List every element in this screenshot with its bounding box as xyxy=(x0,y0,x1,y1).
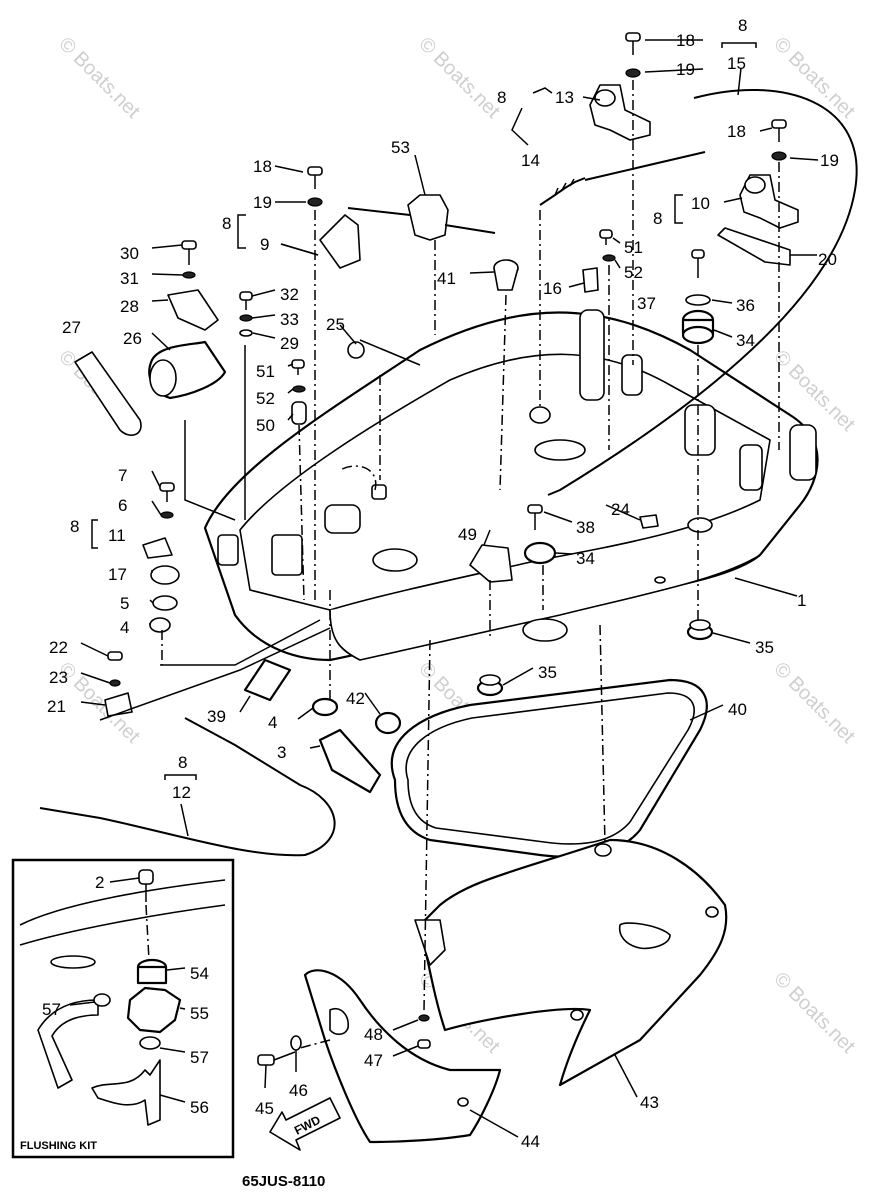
callout-18: 18 xyxy=(253,157,272,176)
callout-14: 14 xyxy=(521,151,540,170)
callout-7: 7 xyxy=(118,466,127,485)
inset-title: FLUSHING KIT xyxy=(20,1140,97,1152)
callout-11: 11 xyxy=(108,526,126,545)
callout-49: 49 xyxy=(458,525,477,544)
callout-47: 47 xyxy=(364,1051,383,1070)
callout-51: 51 xyxy=(624,238,643,257)
callout-4: 4 xyxy=(120,618,129,637)
callout-34: 34 xyxy=(576,549,595,568)
callout-19: 19 xyxy=(676,60,695,79)
callout-2: 2 xyxy=(95,873,104,892)
callout-57: 57 xyxy=(190,1048,209,1067)
callout-52: 52 xyxy=(256,389,275,408)
callout-27: 27 xyxy=(62,318,81,337)
callout-9: 9 xyxy=(260,235,269,254)
callout-31: 31 xyxy=(120,269,139,288)
callout-30: 30 xyxy=(120,244,139,263)
callout-8: 8 xyxy=(222,214,231,233)
callout-53: 53 xyxy=(391,138,410,157)
callout-33: 33 xyxy=(280,310,299,329)
callout-8: 8 xyxy=(178,753,187,772)
callout-10: 10 xyxy=(691,194,710,213)
callout-50: 50 xyxy=(256,416,275,435)
callout-45: 45 xyxy=(255,1099,274,1118)
callout-34: 34 xyxy=(736,331,755,350)
callout-55: 55 xyxy=(190,1004,209,1023)
callout-20: 20 xyxy=(818,250,837,269)
lower-cover-right xyxy=(418,838,728,1087)
callout-40: 40 xyxy=(728,700,747,719)
callout-15: 15 xyxy=(727,54,746,73)
callout-23: 23 xyxy=(49,668,68,687)
callout-46: 46 xyxy=(289,1081,308,1100)
watermark: © Boats.net xyxy=(769,968,859,1058)
callout-13: 13 xyxy=(555,88,574,107)
callout-19: 19 xyxy=(253,193,272,212)
callout-24: 24 xyxy=(611,500,630,519)
callout-35: 35 xyxy=(538,663,557,682)
callout-56: 56 xyxy=(190,1098,209,1117)
callout-43: 43 xyxy=(640,1093,659,1112)
callout-38: 38 xyxy=(576,518,595,537)
callout-42: 42 xyxy=(346,689,365,708)
callout-12: 12 xyxy=(172,783,191,802)
callout-35: 35 xyxy=(755,638,774,657)
callout-18: 18 xyxy=(727,122,746,141)
callout-8: 8 xyxy=(653,209,662,228)
leaders xyxy=(80,39,819,1138)
callout-4: 4 xyxy=(268,713,277,732)
lower-cover-left xyxy=(303,919,502,1144)
watermark: © Boats.net xyxy=(54,33,144,123)
callout-32: 32 xyxy=(280,285,299,304)
fwd-arrow: FWD xyxy=(269,1097,341,1151)
watermark: © Boats.net xyxy=(769,33,859,123)
bottom-cowling xyxy=(203,309,819,662)
callout-19: 19 xyxy=(820,151,839,170)
callout-57: 57 xyxy=(42,1000,61,1019)
watermark: © Boats.net xyxy=(414,33,504,123)
callout-22: 22 xyxy=(49,638,68,657)
callout-8: 8 xyxy=(738,16,747,35)
part-callouts: 1234456788888891011121314151617181818191… xyxy=(42,16,839,1151)
callout-41: 41 xyxy=(437,269,456,288)
callout-28: 28 xyxy=(120,297,139,316)
watermark: © Boats.net xyxy=(54,658,144,748)
callout-44: 44 xyxy=(521,1132,540,1151)
flushing-kit-inset: FLUSHING KIT xyxy=(11,858,235,1159)
callout-25: 25 xyxy=(326,315,345,334)
callout-1: 1 xyxy=(797,591,806,610)
callout-26: 26 xyxy=(123,329,142,348)
callout-21: 21 xyxy=(47,697,66,716)
callout-29: 29 xyxy=(280,334,299,353)
callout-48: 48 xyxy=(364,1025,383,1044)
cables xyxy=(39,88,858,857)
callout-8: 8 xyxy=(70,517,79,536)
callout-17: 17 xyxy=(108,565,127,584)
callout-52: 52 xyxy=(624,263,643,282)
callout-18: 18 xyxy=(676,31,695,50)
callout-37: 37 xyxy=(637,294,656,313)
seal-gasket xyxy=(390,678,708,858)
callout-16: 16 xyxy=(543,279,562,298)
small-parts xyxy=(74,32,799,1066)
callout-39: 39 xyxy=(207,707,226,726)
callout-6: 6 xyxy=(118,496,127,515)
callout-54: 54 xyxy=(190,964,209,983)
callout-3: 3 xyxy=(277,743,286,762)
callout-5: 5 xyxy=(120,594,129,613)
callout-51: 51 xyxy=(256,362,275,381)
callout-36: 36 xyxy=(736,296,755,315)
watermark: © Boats.net xyxy=(769,658,859,748)
drawing-code: 65JUS-8110 xyxy=(242,1173,325,1190)
callout-8: 8 xyxy=(497,88,506,107)
